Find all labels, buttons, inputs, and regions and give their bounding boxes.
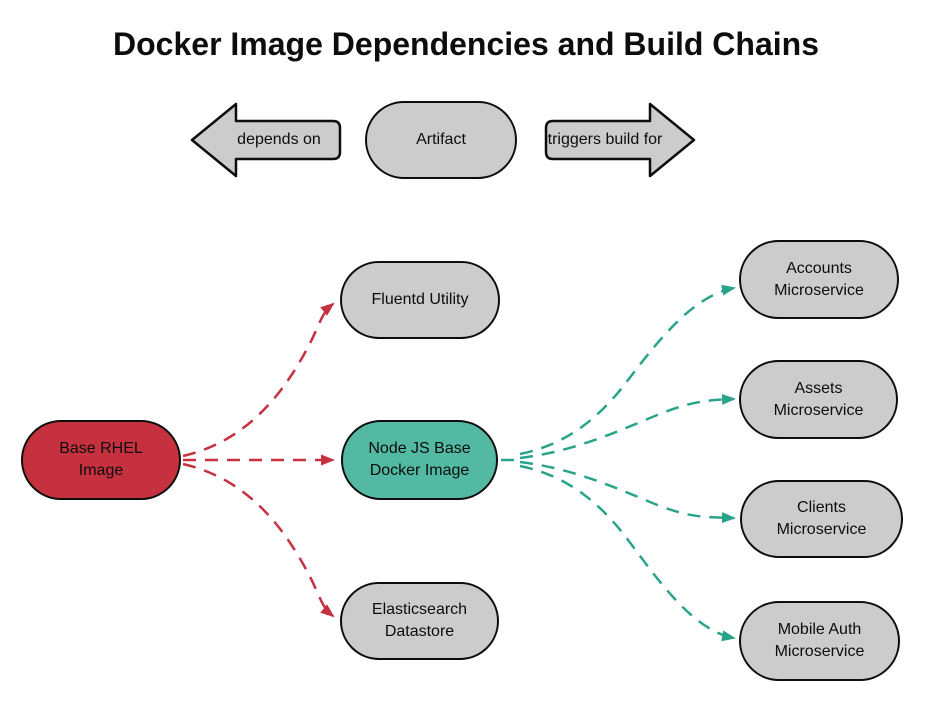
edge-nodejs-to-clients	[519, 460, 736, 524]
edge-nodejs-to-accounts	[519, 284, 736, 456]
node-label-line: Mobile Auth	[777, 621, 862, 639]
right-arrow-icon	[544, 102, 696, 178]
node-label-line: Elasticsearch	[371, 601, 468, 619]
node-label-line: Clients	[797, 499, 846, 517]
edge-base-rhel-to-elasticsearch	[182, 462, 335, 618]
node-label-line: Node JS Base	[368, 440, 471, 458]
node-label-line: Fluentd Utility	[371, 291, 469, 309]
node-label-line: Microservice	[776, 521, 867, 538]
node-label-line: Docker Image	[369, 462, 470, 479]
edge-nodejs-to-assets	[519, 393, 736, 460]
legend-depends-on-label: depends on	[237, 131, 321, 148]
node-fluentd: Fluentd Utility	[340, 261, 500, 339]
legend-depends-on-arrow: depends on	[190, 101, 348, 179]
node-label-line: Base RHEL	[59, 440, 143, 458]
node-label-line: Accounts	[786, 259, 852, 277]
diagram-title: Docker Image Dependencies and Build Chai…	[113, 26, 819, 62]
legend-artifact-pill: Artifact	[365, 101, 517, 179]
legend-triggers-build-arrow: triggers build for	[538, 101, 696, 179]
edge-base-rhel-to-fluentd	[182, 302, 335, 458]
legend-artifact-label: Artifact	[416, 131, 466, 148]
left-arrow-icon	[190, 102, 342, 178]
node-label-line: Microservice	[774, 281, 864, 299]
node-label-line: Datastore	[384, 623, 455, 640]
legend-triggers-build-label: triggers build for	[547, 131, 663, 148]
node-base-rhel: Base RHEL Image	[21, 420, 181, 500]
node-label-line: Image	[78, 462, 124, 479]
node-label-line: Microservice	[773, 401, 864, 419]
node-label-line: Microservice	[774, 643, 865, 660]
node-label-line: Assets	[794, 379, 843, 397]
